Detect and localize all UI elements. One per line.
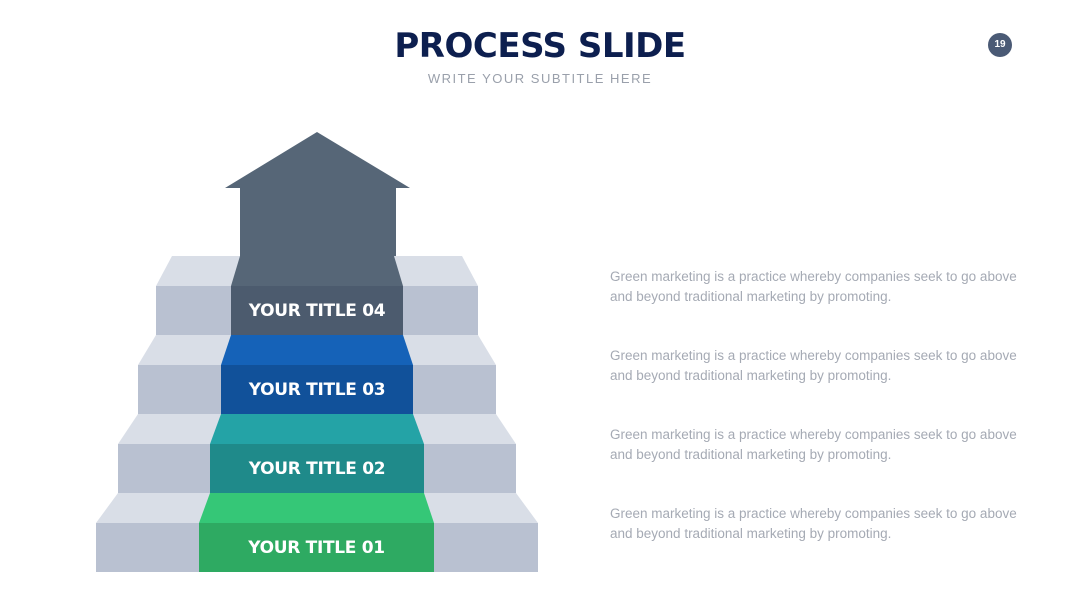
step-3-description: Green marketing is a practice whereby co… xyxy=(610,348,1017,383)
up-arrow-shape xyxy=(225,132,410,256)
step-4-front xyxy=(231,286,403,335)
step-2-top xyxy=(210,414,424,444)
step-4-top xyxy=(231,256,403,286)
page-number-badge: 19 xyxy=(988,33,1012,57)
step-1-front xyxy=(199,523,434,572)
step-1-description: Green marketing is a practice whereby co… xyxy=(610,506,1017,541)
step-3-top xyxy=(221,335,413,365)
step-1-top xyxy=(199,493,434,523)
step-2-description: Green marketing is a practice whereby co… xyxy=(610,427,1017,462)
step-1-label: YOUR TITLE 01 xyxy=(247,538,385,558)
slide-subtitle: WRITE YOUR SUBTITLE HERE xyxy=(427,71,653,86)
step-4-description: Green marketing is a practice whereby co… xyxy=(610,269,1017,304)
step-3-front xyxy=(221,365,413,414)
step-2-front xyxy=(210,444,424,493)
slide-title: PROCESS SLIDE xyxy=(394,26,686,66)
step-4-label: YOUR TITLE 04 xyxy=(248,301,386,321)
step-3-label: YOUR TITLE 03 xyxy=(248,380,386,400)
step-2-label: YOUR TITLE 02 xyxy=(248,459,386,479)
